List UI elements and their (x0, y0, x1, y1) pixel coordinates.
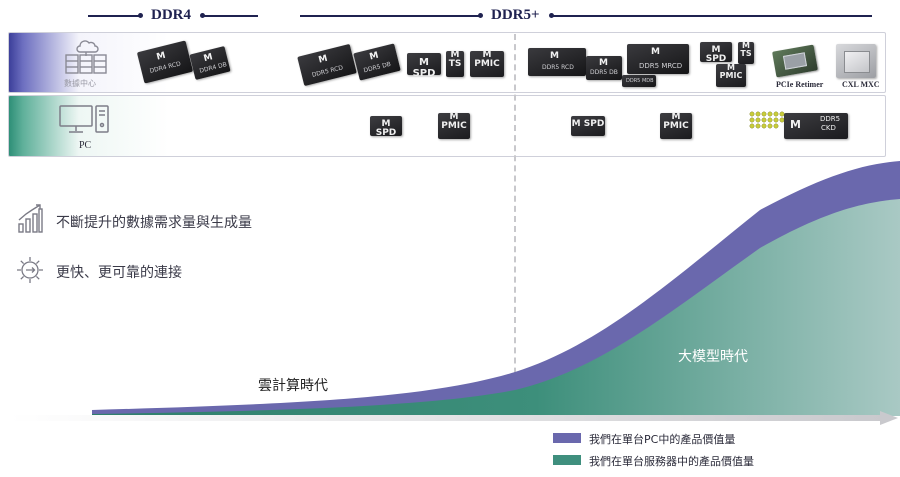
generation-divider (514, 34, 516, 414)
time-axis (10, 415, 882, 421)
chip-logo: M (450, 50, 460, 60)
era-cloud: 雲計算時代 (258, 378, 328, 394)
ddr4-dot-right (200, 13, 205, 18)
chip-logo: M (671, 112, 681, 122)
legend-server-text: 我們在單台服務器中的產品價值量 (589, 455, 754, 468)
ddr5plus-db-chip: M DDR5 DB (586, 56, 622, 80)
chip-logo: M (727, 63, 735, 72)
cxl-mxc-caption: CXL MXC (842, 80, 880, 89)
era-large-model: 大模型時代 (678, 349, 748, 365)
growth-bars-icon (18, 204, 43, 233)
chip-label: DDR5 MRCD (639, 62, 683, 70)
ddr5-ckd-chip: M DDR5 CKD (784, 113, 848, 139)
chip-logo: M (571, 119, 581, 129)
pc-icon (59, 105, 109, 133)
chip-logo: M (742, 41, 750, 50)
chip-logo: M (550, 51, 559, 61)
server-cloud-icon (65, 40, 107, 74)
ddr5-line-right (552, 15, 872, 17)
chip-logo: M (711, 45, 721, 55)
spd-chip-dc-2: M SPD (700, 42, 732, 65)
legend-pc-text: 我們在單台PC中的產品價值量 (589, 433, 736, 446)
chip-label: SPD (705, 54, 727, 65)
legend-pc-swatch (553, 433, 581, 443)
chip-logo: M (651, 47, 660, 57)
chip-label: DDR5 RCD (542, 64, 574, 71)
ddr5-label: DDR5+ (491, 7, 540, 23)
chip-logo: M (482, 50, 492, 60)
connection-gear-icon (17, 257, 43, 283)
spd-chip-dc-1: M SPD (407, 53, 441, 78)
ddr5-mrcd-chip: M DDR5 MRCD (627, 44, 689, 74)
server-value-area (92, 199, 900, 416)
chip-logo: M (790, 118, 801, 131)
feature-connection: 更快、更可靠的連接 (56, 265, 182, 281)
chip-label: DDR5 MDB (626, 78, 654, 84)
ddr4-dot-left (138, 13, 143, 18)
ddr5plus-rcd-chip: M DDR5 RCD (528, 48, 586, 76)
ddr4-line-right (203, 15, 258, 17)
pcie-retimer-caption: PCIe Retimer (776, 80, 824, 89)
cxl-mxc-chip (836, 44, 876, 78)
chip-logo: M (419, 57, 429, 68)
ddr5-line-left (300, 15, 480, 17)
chip-label: SPD (583, 119, 605, 129)
chip-label: PMIC (474, 59, 500, 70)
ddr5-mdb-chip: DDR5 MDB (622, 75, 656, 87)
ddr4-line-left (88, 15, 140, 17)
chip-logo: M (381, 119, 391, 129)
chip-label: TS (740, 49, 752, 59)
datacenter-label: 數據中心 (64, 79, 96, 88)
chip-label: TS (448, 59, 462, 70)
chip-label: PMIC (719, 71, 743, 81)
chip-logo: M (449, 112, 459, 122)
time-axis-arrow (880, 411, 898, 425)
mxc-lid (844, 51, 870, 73)
legend-server-swatch (553, 455, 581, 465)
ddr4-label: DDR4 (151, 7, 191, 23)
chip-label: PMIC (441, 121, 467, 132)
spd-chip-pc-2: M SPD (571, 116, 605, 136)
chip-label: PMIC (663, 121, 689, 132)
pc-label: PC (79, 140, 92, 151)
chip-label: DDR5 (820, 115, 841, 123)
chip-label: SPD (375, 128, 397, 139)
ddr5-dot-left (478, 13, 483, 18)
chip-label: DDR5 DB (590, 69, 618, 76)
feature-data-demand: 不斷提升的數據需求量與生成量 (56, 215, 252, 231)
ckd-solder-balls (749, 111, 785, 129)
chip-label: CKD (821, 124, 836, 132)
chip-logo: M (599, 58, 608, 68)
ddr5-dot-right (549, 13, 554, 18)
chip-label: SPD (412, 67, 436, 79)
spd-chip-pc-1: M SPD (370, 116, 402, 139)
